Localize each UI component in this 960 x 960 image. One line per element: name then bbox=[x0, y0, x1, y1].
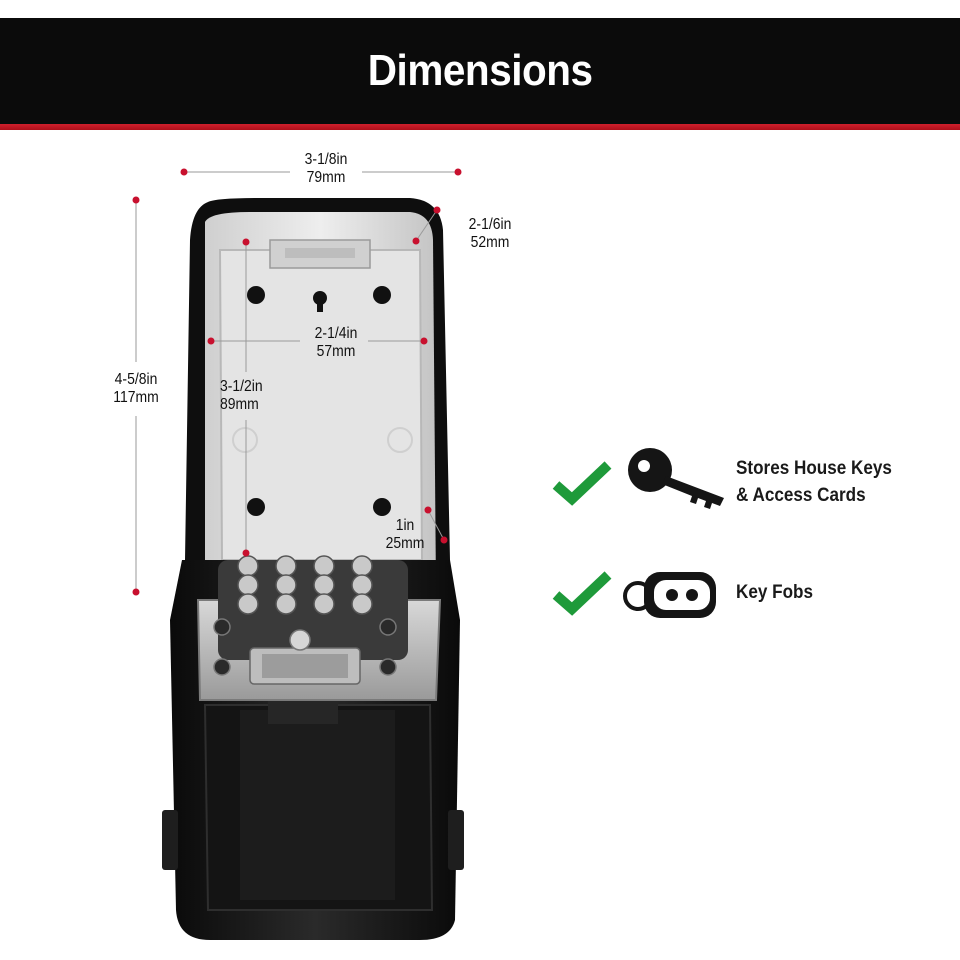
inner-width-mm: 57mm bbox=[316, 343, 356, 360]
gap-mm: 25mm bbox=[385, 535, 425, 552]
depth-mm: 52mm bbox=[470, 234, 510, 251]
feature-keys-line1: Stores House Keys bbox=[736, 458, 892, 479]
height-mm: 117mm bbox=[113, 389, 159, 406]
height-dimension-label: 4-5/8in 117mm bbox=[103, 371, 169, 407]
inner-height-in: 3-1/2in bbox=[220, 378, 263, 395]
height-in: 4-5/8in bbox=[114, 371, 158, 388]
inner-width-dimension-label: 2-1/4in 57mm bbox=[302, 325, 370, 361]
depth-dimension-label: 2-1/6in 52mm bbox=[461, 216, 519, 252]
inner-height-dimension-label: 3-1/2in 89mm bbox=[220, 378, 283, 414]
combination-dials bbox=[237, 555, 373, 615]
feature-key-fobs: Key Fobs bbox=[552, 562, 822, 622]
width-mm: 79mm bbox=[306, 169, 346, 186]
depth-in: 2-1/6in bbox=[468, 216, 512, 233]
key-fob-icon bbox=[623, 572, 716, 618]
feature-house-keys: Stores House Keys & Access Cards bbox=[552, 446, 909, 518]
width-dimension-label: 3-1/8in 79mm bbox=[290, 151, 362, 187]
feature-keys-line2: & Access Cards bbox=[736, 485, 866, 506]
check-icon bbox=[552, 571, 612, 616]
feature-fobs-line1: Key Fobs bbox=[736, 581, 813, 603]
width-in: 3-1/8in bbox=[304, 151, 348, 168]
dimension-lines bbox=[135, 171, 458, 592]
inner-height-mm: 89mm bbox=[220, 396, 259, 413]
check-icon bbox=[552, 461, 612, 506]
key-icon bbox=[628, 448, 724, 509]
page-title: Dimensions bbox=[367, 46, 593, 95]
gap-in: 1in bbox=[395, 517, 415, 534]
feature-text-fobs: Key Fobs bbox=[736, 579, 822, 606]
feature-text-keys: Stores House Keys & Access Cards bbox=[736, 455, 909, 509]
inner-width-in: 2-1/4in bbox=[314, 325, 358, 342]
header-banner: Dimensions bbox=[0, 18, 960, 124]
gap-dimension-label: 1in 25mm bbox=[379, 517, 431, 553]
header-red-stripe bbox=[0, 124, 960, 130]
dimension-markers bbox=[132, 168, 462, 596]
